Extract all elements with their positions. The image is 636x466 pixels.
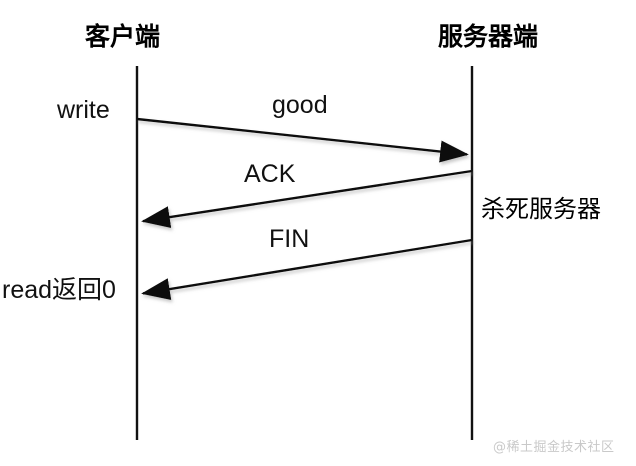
actor-label-client: 客户端 [85,22,161,51]
message-arrow-ack [141,169,473,229]
message-arrow-good [136,117,469,163]
note-label-write: write [57,96,110,124]
message-label-good: good [272,91,328,119]
message-label-fin: FIN [269,225,310,253]
note-label-read-return-0: read返回0 [2,276,116,304]
message-arrows [136,117,473,300]
note-label-kill-server: 杀死服务器 [481,195,601,223]
message-arrow-fin [141,238,473,300]
watermark: @稀土掘金技术社区 [493,440,615,455]
message-label-ack: ACK [244,160,296,188]
actor-label-server: 服务器端 [438,22,539,51]
lifelines [135,66,474,440]
